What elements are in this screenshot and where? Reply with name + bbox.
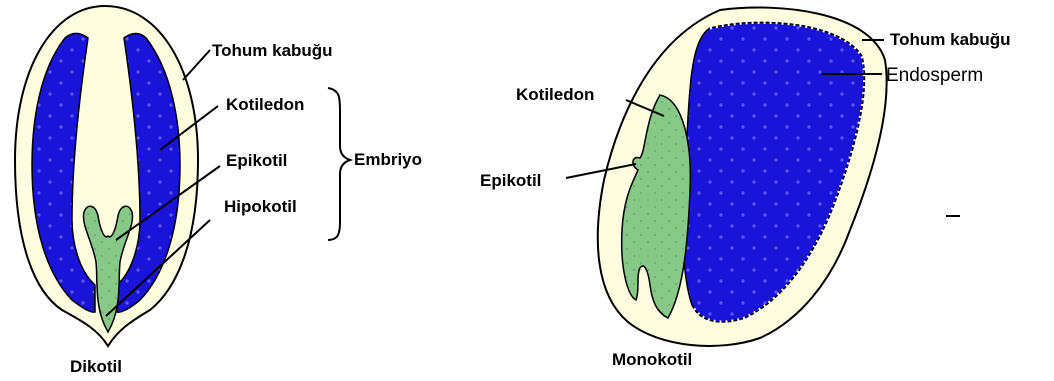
dicot-hypocotyl-label: Hipokotil bbox=[224, 197, 297, 216]
monocot-cotyledon-label: Kotiledon bbox=[516, 85, 594, 104]
monocot-seed: Tohum kabuğu Endosperm Kotiledon Epikoti… bbox=[480, 8, 1011, 369]
dicot-epicotyl-label: Epikotil bbox=[226, 151, 287, 170]
monocot-endosperm-label: Endosperm bbox=[886, 65, 983, 86]
dicot-embryo-brace bbox=[328, 88, 350, 240]
monocot-endosperm bbox=[683, 22, 865, 322]
dicot-seed-coat-leader bbox=[183, 50, 210, 80]
monocot-caption: Monokotil bbox=[612, 350, 692, 369]
monocot-epicotyl-label: Epikotil bbox=[480, 171, 541, 190]
dicot-seed-coat-label: Tohum kabuğu bbox=[212, 41, 333, 60]
dicot-caption: Dikotil bbox=[70, 357, 122, 376]
dicot-embryo-label: Embriyo bbox=[354, 150, 422, 169]
dicot-cotyledon-label: Kotiledon bbox=[226, 95, 304, 114]
dicot-seed: Tohum kabuğu Kotiledon Epikotil Hipokoti… bbox=[15, 6, 422, 376]
monocot-seed-coat-label: Tohum kabuğu bbox=[890, 30, 1011, 49]
